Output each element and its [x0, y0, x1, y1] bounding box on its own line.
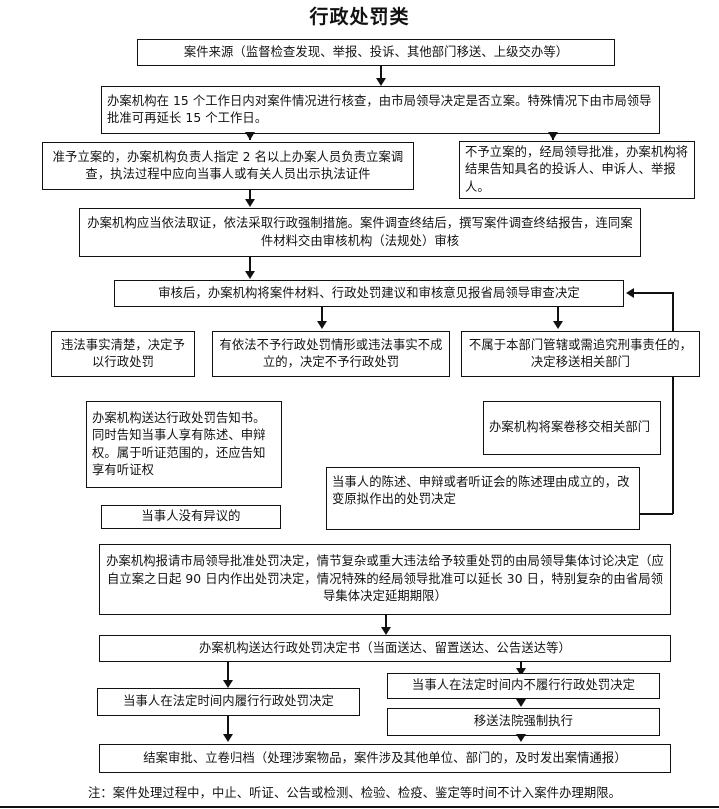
- node-transfer-file: 办案机构将案卷移交相关部门: [483, 401, 661, 455]
- arrow-feedback-to-submit-icon: [626, 288, 634, 298]
- connector-submit-to-no-penalty: [321, 307, 323, 323]
- node-party-not-comply: 当事人在法定时间内不履行行政处罚决定: [387, 673, 660, 699]
- node-reject-filing-label: 不予立案的，经局领导批准，办案机构将结果告知具名的投诉人、申诉人、举报人。: [465, 144, 689, 194]
- node-party-no-objection: 当事人没有异议的: [101, 505, 281, 529]
- connector-serve-to-comply: [227, 662, 229, 684]
- node-approve-penalty-decision: 办案机构报请市局领导批准处罚决定，情节复杂或重大违法给予较重处罚的由局领导集体讨…: [99, 544, 671, 615]
- connector-source-to-review: [380, 66, 382, 80]
- arrow-evidence-to-submit-icon: [245, 271, 255, 279]
- node-submit-for-decision-label: 审核后，办案机构将案件材料、行政处罚建议和审核意见报省局领导审查决定: [158, 285, 580, 300]
- node-serve-notice: 办案机构送达行政处罚告知书。同时告知当事人享有陈述、申辩权。属于听证范围的，还应…: [86, 401, 282, 488]
- node-collect-evidence: 办案机构应当依法取证，依法采取行政强制措施。案件调查终结后，撰写案件调查终结报告…: [79, 208, 641, 257]
- arrow-not-comply-to-court-icon: [516, 699, 526, 707]
- connector-submit-to-transfer: [557, 307, 559, 323]
- node-court-enforcement-label: 移送法院强制执行: [473, 714, 574, 729]
- node-serve-decision-label: 办案机构送达行政处罚决定书（当面送达、留置送达、公告送达等）: [199, 640, 571, 655]
- node-collect-evidence-label: 办案机构应当依法取证，依法采取行政强制措施。案件调查终结后，撰写案件调查终结报告…: [87, 216, 633, 248]
- node-outcome-penalize: 违法事实清楚，决定予以行政处罚: [51, 331, 195, 377]
- node-outcome-transfer: 不属于本部门管辖或需追究刑事责任的，决定移送相关部门: [461, 331, 700, 377]
- bottom-divider: [0, 806, 719, 808]
- arrow-court-to-closing-icon: [516, 734, 526, 742]
- node-submit-for-decision: 审核后，办案机构将案件材料、行政处罚建议和审核意见报省局领导审查决定: [114, 280, 624, 307]
- connector-approve-to-evidence: [249, 190, 251, 201]
- connector-evidence-to-submit: [249, 257, 251, 273]
- node-outcome-transfer-label: 不属于本部门管辖或需追究刑事责任的，决定移送相关部门: [468, 337, 693, 369]
- node-outcome-penalize-label: 违法事实清楚，决定予以行政处罚: [61, 337, 185, 369]
- connector-feedback-horizontal-top: [633, 292, 673, 294]
- node-party-no-objection-label: 当事人没有异议的: [141, 509, 241, 524]
- arrow-approve-decision-to-serve-icon: [381, 627, 391, 635]
- node-serve-decision: 办案机构送达行政处罚决定书（当面送达、留置送达、公告送达等）: [99, 635, 671, 662]
- node-party-not-comply-label: 当事人在法定时间内不履行行政处罚决定: [411, 678, 636, 693]
- node-approve-penalty-decision-label: 办案机构报请市局领导批准处罚决定，情节复杂或重大违法给予较重处罚的由局领导集体讨…: [106, 554, 664, 604]
- node-statement-accepted-label: 当事人的陈述、申辩或者听证会的陈述理由成立的，改变原拟作出的处罚决定: [332, 475, 630, 507]
- node-serve-notice-label: 办案机构送达行政处罚告知书。同时告知当事人享有陈述、申辩权。属于听证范围的，还应…: [92, 410, 266, 477]
- connector-comply-to-closing: [227, 716, 229, 738]
- node-case-source-label: 案件来源（监督检查发现、举报、投诉、其他部门移送、上级交办等）: [183, 44, 569, 59]
- arrow-serve-to-not-comply-icon: [516, 668, 526, 676]
- connector-serve-to-not-comply: [520, 662, 522, 672]
- arrow-submit-to-transfer-icon: [553, 321, 563, 329]
- node-party-complies-label: 当事人在法定时间内履行行政处罚决定: [123, 694, 334, 709]
- node-party-complies: 当事人在法定时间内履行行政处罚决定: [97, 688, 360, 716]
- node-case-closing: 结案审批、立卷归档（处理涉案物品，案件涉及其他单位、部门的，及时发出案情通报）: [99, 744, 671, 773]
- arrow-comply-to-closing-icon: [223, 734, 233, 742]
- footer-note: 注：案件处理过程中，中止、听证、公告或检测、检验、检疫、鉴定等时间不计入案件办理…: [88, 786, 622, 800]
- node-approve-filing-label: 准予立案的，办案机构负责人指定 2 名以上办案人员负责立案调查，执法过程中应向当…: [52, 149, 404, 181]
- arrow-review-to-reject-icon: [548, 132, 558, 140]
- arrow-source-to-review-icon: [376, 78, 386, 86]
- arrow-serve-to-comply-icon: [223, 680, 233, 688]
- arrow-submit-to-no-penalty-icon: [317, 321, 327, 329]
- node-transfer-file-label: 办案机构将案卷移交相关部门: [489, 420, 651, 435]
- node-outcome-no-penalty: 有依法不予行政处罚情形或违法事实不成立的，决定不予行政处罚: [212, 331, 450, 377]
- node-statement-accepted: 当事人的陈述、申辩或者听证会的陈述理由成立的，改变原拟作出的处罚决定: [326, 467, 640, 530]
- node-reject-filing: 不予立案的，经局领导批准，办案机构将结果告知具名的投诉人、申诉人、举报人。: [459, 141, 695, 199]
- node-case-source: 案件来源（监督检查发现、举报、投诉、其他部门移送、上级交办等）: [137, 39, 615, 66]
- node-case-closing-label: 结案审批、立卷归档（处理涉案物品，案件涉及其他单位、部门的，及时发出案情通报）: [143, 750, 627, 765]
- arrow-approve-to-evidence-icon: [245, 199, 255, 207]
- connector-feedback-horizontal-bottom: [638, 513, 673, 515]
- page-title: 行政处罚类: [309, 6, 410, 28]
- connector-approve-decision-to-serve: [385, 615, 387, 629]
- node-outcome-no-penalty-label: 有依法不予行政处罚情形或违法事实不成立的，决定不予行政处罚: [219, 337, 443, 369]
- node-approve-filing: 准予立案的，办案机构负责人指定 2 名以上办案人员负责立案调查，执法过程中应向当…: [42, 142, 414, 190]
- connector-feedback-vertical: [672, 292, 674, 514]
- node-review-15-days: 办案机构在 15 个工作日内对案件情况进行核查，由市局领导决定是否立案。特殊情况…: [101, 86, 660, 134]
- node-court-enforcement: 移送法院强制执行: [387, 708, 660, 736]
- arrow-review-to-approve-icon: [245, 132, 255, 140]
- node-review-15-days-label: 办案机构在 15 个工作日内对案件情况进行核查，由市局领导决定是否立案。特殊情况…: [107, 93, 652, 125]
